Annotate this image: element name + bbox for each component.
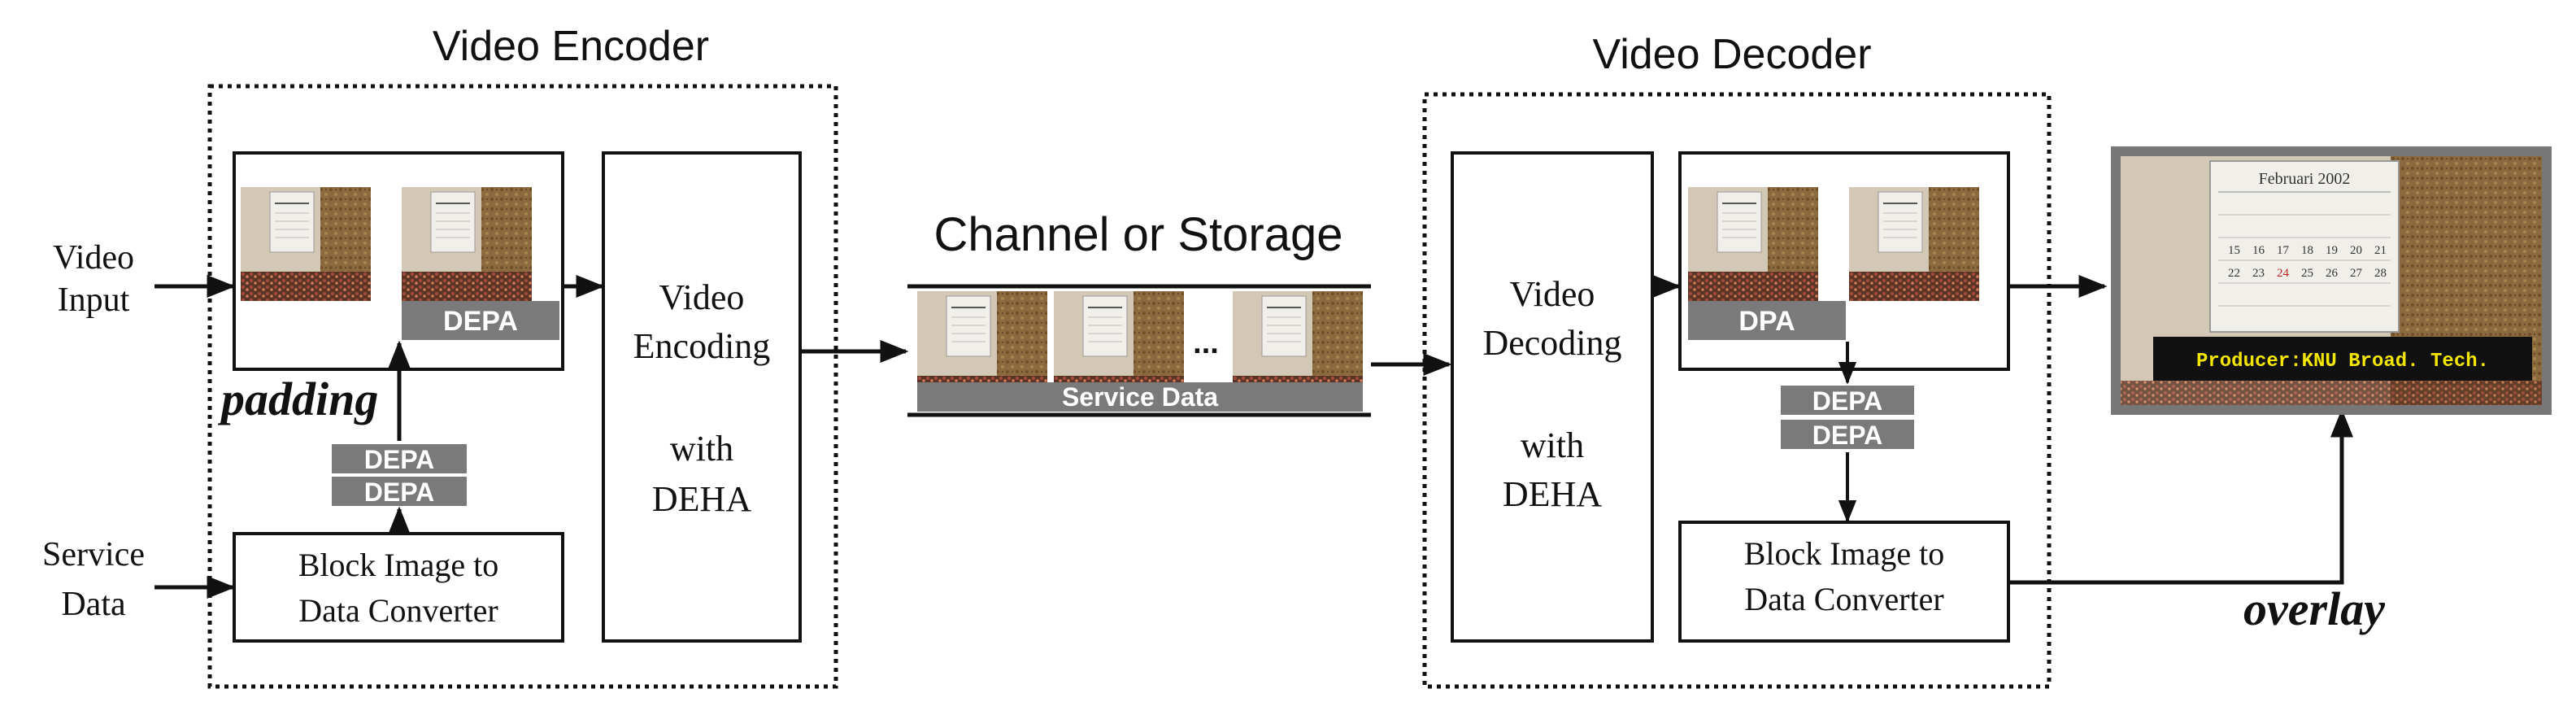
calendar-day: 25	[2301, 267, 2313, 280]
encoder-depa-bar	[402, 301, 559, 340]
calendar-day: 24	[2277, 267, 2290, 280]
encoder-depa-bar-label: DEPA	[443, 306, 518, 337]
decoder-stack-item-2	[1781, 420, 1914, 449]
overlay-text: Producer:KNU Broad. Tech.	[2196, 351, 2489, 373]
decoder-dpa-bar-label: DPA	[1738, 306, 1795, 337]
decoder-stack-item-2-label: DEPA	[1812, 421, 1883, 450]
encoder-frame-1	[240, 186, 372, 302]
channel-service-bar-label: Service Data	[1062, 382, 1218, 412]
calendar-day: 15	[2228, 244, 2240, 257]
encoder-title: Video Encoder	[433, 23, 709, 70]
channel-title: Channel or Storage	[934, 208, 1343, 261]
decoder-frame-2	[1848, 186, 1980, 302]
encoder-converter-line1: Block Image to	[298, 547, 499, 583]
decoder-title: Video Decoder	[1592, 31, 1871, 78]
calendar-day: 22	[2228, 267, 2240, 280]
calendar-day: 21	[2374, 244, 2387, 257]
overlay-label: overlay	[2243, 582, 2385, 635]
decoder-boundary	[1422, 92, 2052, 689]
video-decoding-line3: with	[1521, 425, 1584, 465]
video-encoding-line2: Encoding	[633, 326, 771, 366]
padding-label: padding	[217, 373, 378, 425]
decoder-converter-line1: Block Image to	[1744, 535, 1945, 572]
service-data-label-line1: Service	[42, 536, 145, 573]
calendar-day: 18	[2301, 244, 2313, 257]
calendar-day: 17	[2277, 244, 2290, 257]
decoder-stack-item-1-label: DEPA	[1812, 386, 1883, 416]
video-decoding-box	[1451, 151, 1654, 643]
calendar-day: 20	[2350, 244, 2362, 257]
calendar	[2209, 160, 2400, 333]
encoder-stack-item-2	[332, 477, 467, 506]
decoder-stack-item-1	[1781, 386, 1914, 415]
video-input-label-line2: Input	[58, 281, 130, 319]
decoder-dpa-bar	[1688, 301, 1846, 340]
decoder-converter-line2: Data Converter	[1744, 581, 1943, 617]
calendar-day: 16	[2252, 244, 2265, 257]
calendar-day: 23	[2252, 267, 2265, 280]
video-encoding-line3: with	[670, 429, 733, 469]
encoder-stack-item-2-label: DEPA	[364, 477, 435, 507]
calendar-day: 26	[2326, 267, 2339, 280]
decoder-frame-1	[1687, 186, 1819, 302]
video-encoding-line1: Video	[659, 277, 745, 317]
video-input-label-line1: Video	[53, 239, 134, 277]
video-encoding-box	[602, 151, 802, 643]
arrow-converter-to-overlay	[2008, 408, 2353, 585]
video-decoding-line1: Video	[1510, 274, 1595, 314]
calendar-heading: Februari 2002	[2259, 170, 2351, 188]
calendar-day: 27	[2350, 267, 2363, 280]
video-decoding-line2: Decoding	[1482, 323, 1621, 363]
calendar-numbers: 15 16 17 18 19 20 21 22 23 24 25 26 27 28	[2228, 244, 2387, 280]
encoder-stack-item-1-label: DEPA	[364, 445, 435, 474]
encoder-boundary	[207, 84, 838, 689]
channel-ellipsis: ...	[1193, 326, 1219, 360]
encoder-converter-line2: Data Converter	[298, 592, 498, 629]
service-data-label-line2: Data	[61, 586, 126, 623]
video-decoding-line4: DEHA	[1503, 474, 1602, 514]
calendar-day: 19	[2326, 244, 2338, 257]
calendar-grid	[2218, 191, 2391, 307]
channel-service-bar	[917, 382, 1363, 412]
overlay-text-bar	[2153, 337, 2532, 381]
calendar-day: 28	[2374, 267, 2387, 280]
encoder-stack-item-1	[332, 444, 467, 473]
video-encoding-line4: DEHA	[652, 479, 751, 519]
encoder-frame-2	[401, 186, 533, 302]
